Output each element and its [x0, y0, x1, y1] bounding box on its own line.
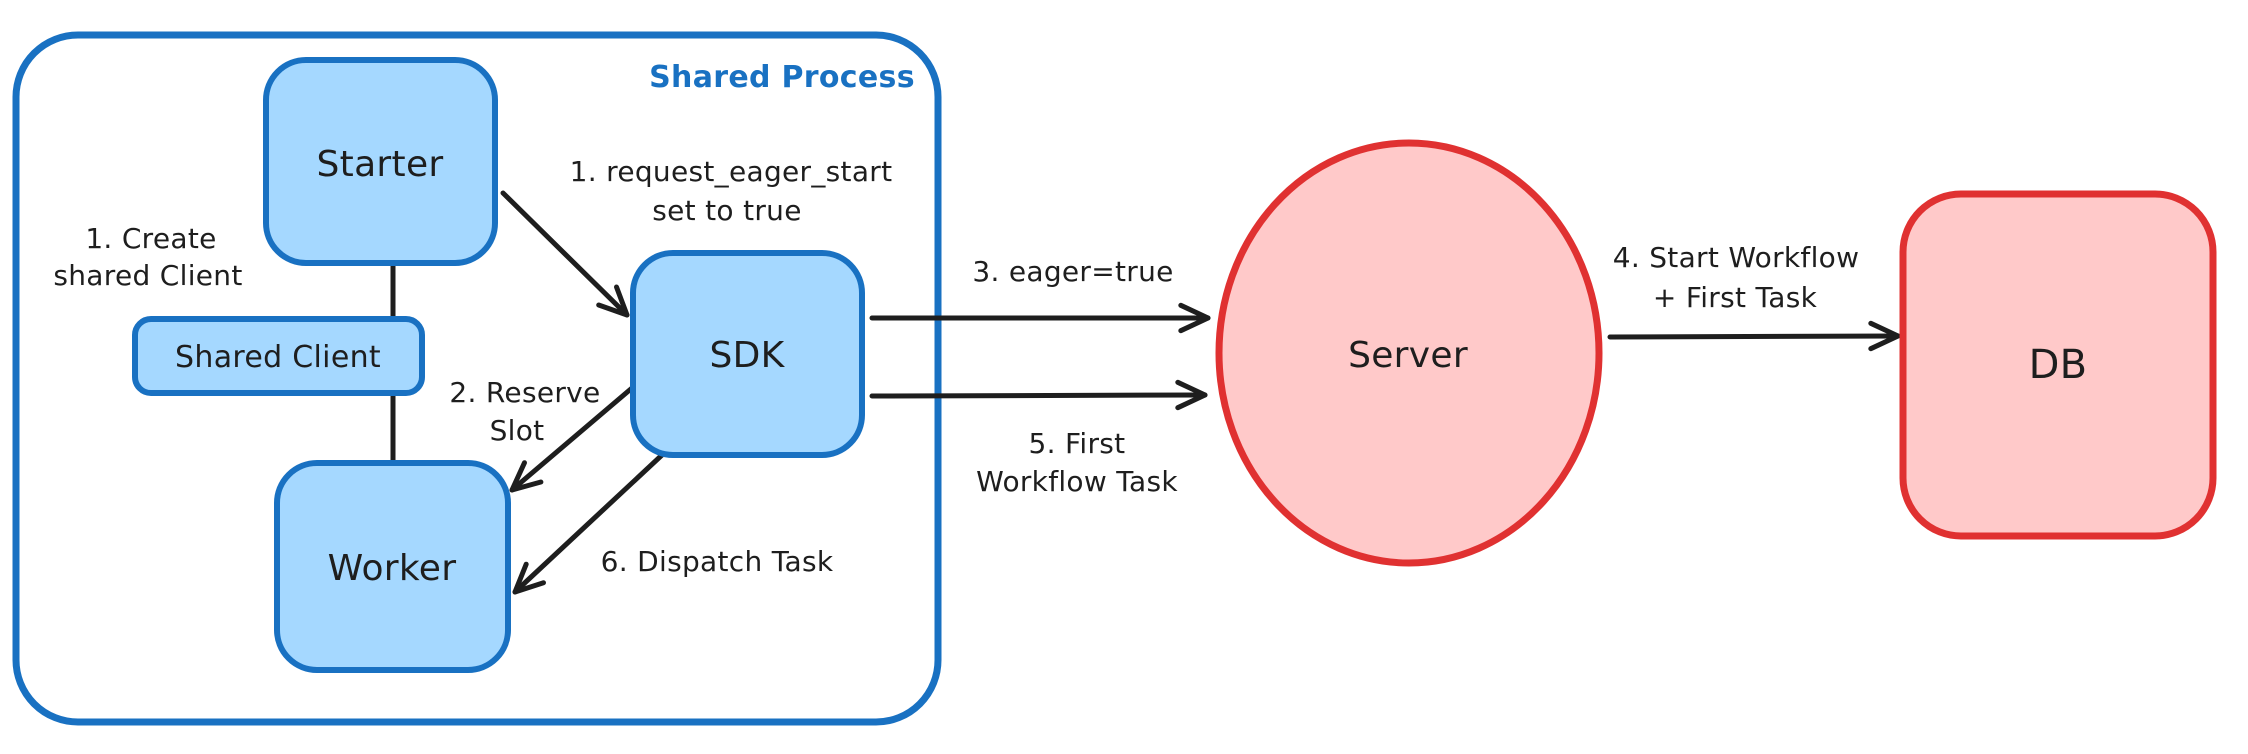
node-starter	[263, 57, 498, 266]
node-sdk	[630, 250, 865, 458]
label-reserve-slot-line1: 2. Reserve	[449, 376, 600, 409]
label-first-workflow-task-line1: 5. First	[1029, 427, 1126, 460]
arrowhead-starter-to-sdk	[596, 284, 630, 318]
arrow-starter-to-sdk	[500, 190, 630, 318]
arrow-sdk-to-worker-reserve	[509, 385, 635, 493]
shared-process-frame	[12, 31, 942, 726]
label-eager-true: 3. eager=true	[972, 255, 1173, 288]
arrowhead-sdk-to-server-eager	[1178, 302, 1211, 334]
arrowhead-sdk-to-worker-dispatch	[512, 561, 546, 595]
arrowhead-server-to-db	[1868, 320, 1901, 352]
arrow-server-to-db	[1607, 333, 1901, 340]
node-db-label: DB	[2029, 342, 2088, 388]
node-db	[1899, 190, 2217, 540]
arrowhead-sdk-to-worker-reserve	[509, 460, 544, 493]
node-sdk-label: SDK	[709, 335, 785, 376]
node-worker-label: Worker	[328, 548, 457, 589]
label-start-workflow-line2: + First Task	[1653, 281, 1818, 314]
node-starter-label: Starter	[317, 144, 444, 185]
label-request-eager-start-line2: set to true	[652, 194, 801, 227]
label-dispatch-task: 6. Dispatch Task	[601, 545, 834, 578]
shared-process-frame-label: Shared Process	[649, 60, 915, 95]
node-server-label: Server	[1348, 335, 1468, 376]
node-shared-client	[132, 316, 425, 396]
arrow-sdk-to-server-first-task	[869, 392, 1208, 399]
label-request-eager-start-line1: 1. request_eager_start	[570, 155, 893, 188]
arrow-sdk-to-worker-dispatch	[512, 452, 665, 595]
node-server	[1215, 139, 1603, 567]
label-start-workflow-line1: 4. Start Workflow	[1613, 241, 1860, 274]
label-create-shared-client-line2: shared Client	[53, 259, 242, 292]
label-reserve-slot-line2: Slot	[490, 414, 545, 447]
arrowhead-sdk-to-server-first-task	[1175, 379, 1208, 411]
label-first-workflow-task-line2: Workflow Task	[976, 465, 1178, 498]
node-worker	[274, 460, 511, 673]
label-create-shared-client-line1: 1. Create	[85, 222, 216, 255]
node-shared-client-label: Shared Client	[175, 340, 381, 375]
